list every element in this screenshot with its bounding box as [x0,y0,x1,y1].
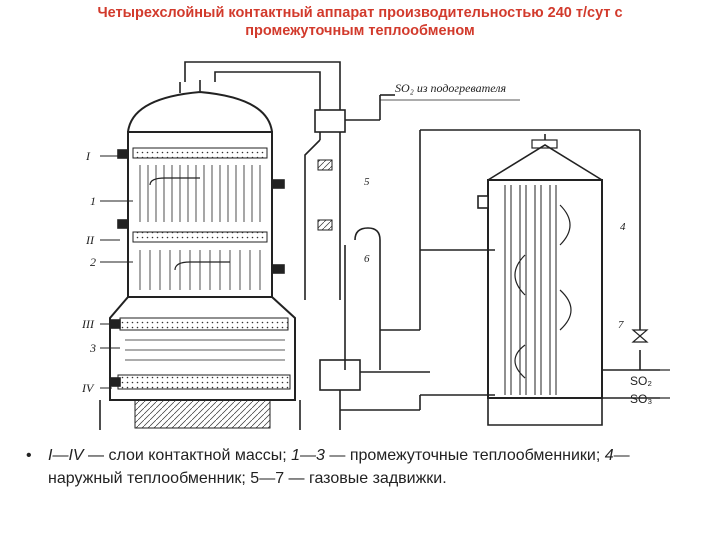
external-heat-exchanger [419,129,660,426]
valve-7 [631,329,649,343]
marker-I: I [85,149,91,163]
legend-caption: • I—IV — слои контактной массы; 1—3 — пр… [26,444,658,490]
gas-duct [184,61,495,430]
marker-7: 7 [618,319,624,331]
numbered-markers: 5 6 4 7 [364,176,626,331]
marker-IV: IV [81,381,95,395]
bullet: • [26,447,32,464]
marker-2: 2 [90,255,96,269]
marker-3: 3 [89,341,96,355]
marker-II: II [85,233,95,247]
caption-text-3: — наружный теплообменник; 5—7 — газовые … [48,447,630,487]
marker-III: III [81,317,95,331]
label-so3-outlet: SO₃ [630,392,652,406]
label-so2-outlet: SO₂ [630,374,652,388]
caption-external-number: 4 [604,447,614,464]
title-line-2: промежуточным теплообменом [245,23,475,39]
caption-text-2: — промежуточные теплообменники; [324,447,605,464]
contact-apparatus [99,80,301,430]
marker-6: 6 [364,253,370,265]
apparatus-diagram: I 1 II 2 III 3 IV [81,61,670,430]
caption-exchangers-range: 1—3 [291,447,325,464]
marker-5: 5 [364,176,370,188]
title-line-1: Четырехслойный контактный аппарат произв… [97,5,623,21]
left-markers: I 1 II 2 III 3 IV [81,149,96,395]
label-so2-from-heater: SO₂ из подогревателя [395,81,506,95]
marker-4: 4 [620,221,626,233]
marker-leaders [100,155,133,389]
caption-layers-range: I—IV [48,447,84,464]
caption-text-1: — слои контактной массы; [83,447,292,464]
marker-1: 1 [90,194,96,208]
slide-title: Четырехслойный контактный аппарат произв… [0,4,720,40]
